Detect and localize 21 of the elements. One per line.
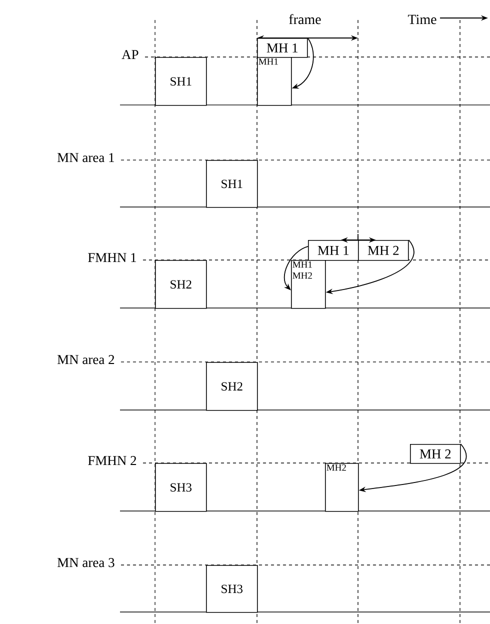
row-label: FMHN 1: [88, 253, 136, 262]
header-box: MH 2: [358, 240, 409, 261]
row-label: MN area 3: [57, 558, 114, 568]
header-box: MH 1: [257, 38, 308, 58]
slot-box: SH2: [206, 362, 258, 411]
row-label: FMHN 2: [88, 456, 136, 465]
slot-box: SH3: [206, 565, 258, 613]
frame-slot: MH1 MH2: [291, 260, 326, 309]
row-label: MN area 1: [57, 153, 114, 162]
slot-box: SH1: [155, 57, 207, 106]
frame-slot: MH2: [325, 463, 359, 512]
axis-label: Time: [408, 14, 436, 24]
slot-box: SH2: [155, 260, 207, 309]
dimension-label: frame: [289, 14, 321, 24]
slot-box: SH1: [206, 160, 258, 208]
row-label: AP: [122, 50, 138, 59]
header-box: MH 2: [410, 444, 461, 464]
frame-slot: MH1: [257, 57, 292, 106]
header-box: MH 1: [308, 240, 359, 261]
slot-box: SH3: [155, 463, 207, 512]
row-label: MN area 2: [57, 355, 114, 364]
